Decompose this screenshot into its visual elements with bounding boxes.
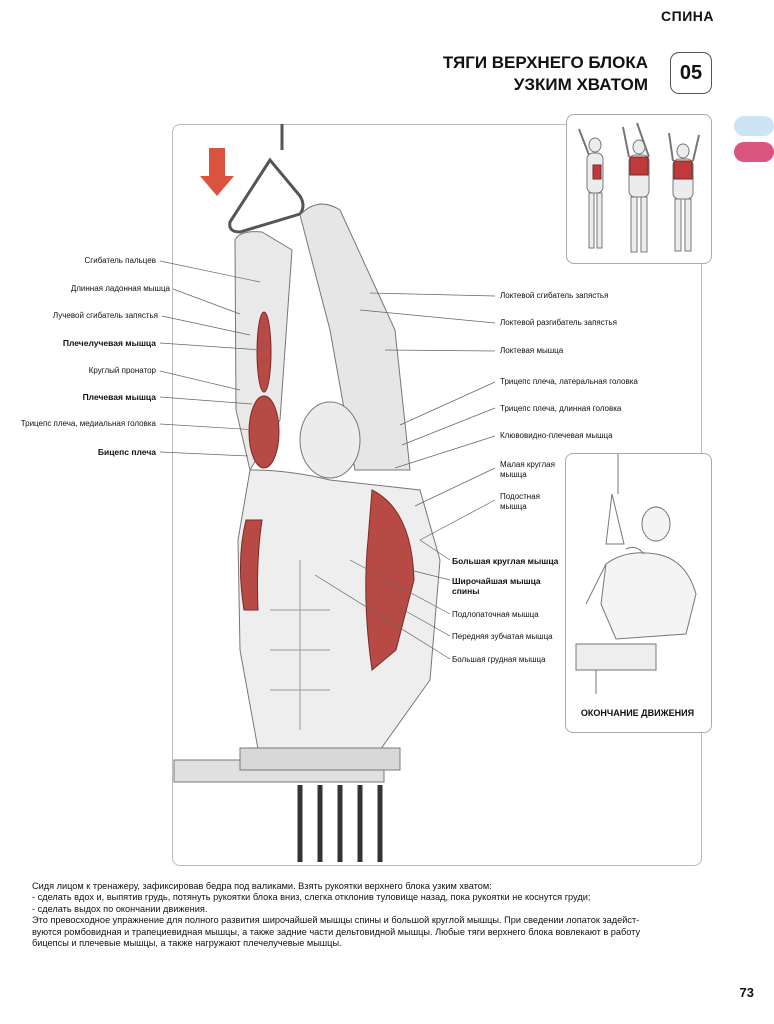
arms-drawing (234, 203, 411, 472)
exercise-title-line1: ТЯГИ ВЕРХНЕГО БЛОКА (442, 53, 648, 72)
left-leader-lines (159, 260, 263, 457)
exercise-title: ТЯГИ ВЕРХНЕГО БЛОКА УЗКИМ ХВАТОМ (443, 52, 648, 96)
right-leader-lines (314, 292, 496, 660)
label-finger-flexor: Сгибатель пальцев (84, 256, 156, 265)
label-biceps: Бицепс плеча (97, 447, 156, 457)
label-pronator-teres: Круглый пронатор (88, 366, 156, 375)
label-triceps-medial: Трицепс плеча, медиальная головка (20, 419, 156, 428)
label-latissimus-dorsi: Широчайшая мышца спины (452, 576, 541, 596)
cable-handle-icon (228, 124, 305, 234)
end-position-figure-icon (575, 454, 697, 694)
section-tab-light[interactable] (734, 116, 774, 136)
exercise-title-line2: УЗКИМ ХВАТОМ (513, 75, 648, 94)
label-teres-minor: Малая круглая мышца (500, 460, 555, 479)
end-position-thumbnail (565, 453, 712, 733)
bench-drawing (173, 747, 401, 862)
description-line: - сделать вдох и, выпятив грудь, потянут… (32, 892, 591, 903)
label-extensor-carpi-ulnaris: Локтевой разгибатель запястья (500, 318, 617, 327)
label-brachioradialis: Плечелучевая мышца (62, 338, 156, 348)
page-number: 73 (739, 985, 754, 1000)
description-line: вуются ромбовидная и трапециевидная мышц… (32, 926, 641, 937)
label-palmaris-longus: Длинная ладонная мышца (70, 284, 170, 293)
label-coracobrachialis: Клювовидно-плечевая мышца (500, 431, 613, 440)
section-title: СПИНА (661, 8, 714, 24)
label-flexor-carpi-ulnaris: Локтевой сгибатель запястья (500, 291, 609, 300)
label-serratus-anterior: Передняя зубчатая мышца (452, 632, 553, 641)
section-tab-active[interactable] (734, 142, 774, 162)
label-triceps-long: Трицепс плеча, длинная головка (500, 404, 622, 413)
label-brachialis: Плечевая мышца (82, 392, 156, 402)
label-infraspinatus: Подостная мышца (500, 492, 541, 511)
torso-drawing (237, 469, 441, 761)
description-line: Это превосходное упражнение для полного … (32, 915, 640, 926)
end-position-caption: ОКОНЧАНИЕ ДВИЖЕНИЯ (580, 708, 695, 718)
description-line: бицепсы и плечевые мышцы, а также нагруж… (32, 938, 342, 949)
description-line: - сделать выдох по окончании движения. (32, 903, 208, 914)
exercise-number-badge: 05 (670, 52, 712, 94)
label-teres-major: Большая круглая мышца (452, 556, 559, 566)
description-line: Сидя лицом к тренажеру, зафиксировав бед… (32, 881, 492, 891)
label-subscapularis: Подлопаточная мышца (452, 610, 539, 619)
label-flexor-carpi-radialis: Лучевой сгибатель запястья (52, 311, 158, 320)
label-anconeus: Локтевая мышца (500, 346, 564, 355)
label-pectoralis-major: Большая грудная мышца (452, 655, 546, 664)
head-drawing (299, 401, 361, 479)
label-triceps-lateral: Трицепс плеча, латеральная головка (500, 377, 638, 386)
pull-direction-arrow-icon (200, 148, 234, 196)
muscle-figures-icon (578, 122, 700, 253)
exercise-description: Сидя лицом к тренажеру, зафиксировав бед… (32, 881, 732, 949)
muscle-map-thumbnail (566, 114, 712, 264)
